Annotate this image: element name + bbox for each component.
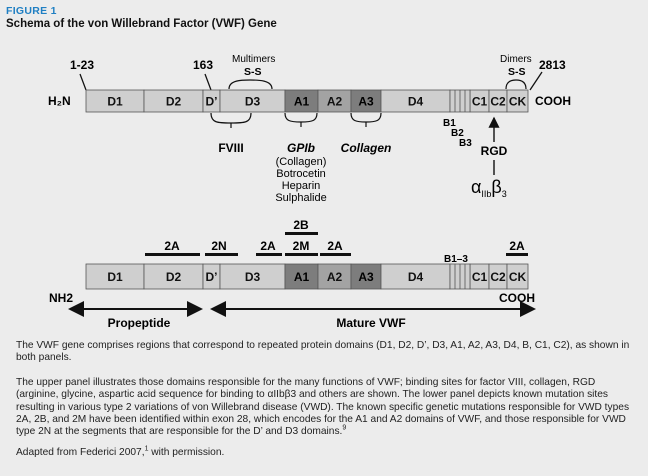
collagen-label: Collagen xyxy=(341,141,392,155)
mature-vwf-label: Mature VWF xyxy=(336,316,405,330)
upper-domain-label-1: D1 xyxy=(107,95,123,109)
upper-domain-label-5: A1 xyxy=(294,95,310,109)
n-terminus-label-lower: NH2 xyxy=(49,291,73,305)
svg-text:2A: 2A xyxy=(164,239,180,253)
lower-domain-label-3: D’ xyxy=(206,270,218,284)
multimers-ss-label: S-S xyxy=(244,66,262,78)
caption-ref-9: 9 xyxy=(342,424,347,432)
lower-domain-8 xyxy=(380,263,451,290)
mutation-2a-ck: 2A xyxy=(506,239,528,256)
gpib-label: GPIb xyxy=(287,141,315,155)
lower-domain-label-10: C2 xyxy=(490,270,506,284)
svg-text:2N: 2N xyxy=(211,239,226,253)
gpib-ligand-2: Botrocetin xyxy=(276,168,326,180)
svg-text:2M: 2M xyxy=(293,239,310,253)
caption-paragraph-2: The upper panel illustrates those domain… xyxy=(16,377,630,438)
lower-domain-label-9: C1 xyxy=(472,270,488,284)
mutation-2b: 2B xyxy=(285,218,318,235)
fviii-label: FVIII xyxy=(218,141,243,155)
lower-domain-label-2: D2 xyxy=(166,270,182,284)
upper-domain-label-10: C2 xyxy=(490,95,506,109)
upper-domain-label-9: C1 xyxy=(472,95,488,109)
upper-domain-label-6: A2 xyxy=(327,95,343,109)
gpib-ligand-1: (Collagen) xyxy=(276,156,327,168)
dimers-brace xyxy=(505,79,527,90)
dimers-label: Dimers xyxy=(500,54,532,65)
propeptide-label: Propeptide xyxy=(108,316,171,330)
position-2813: 2813 xyxy=(539,58,566,72)
lower-domain-label-8: D4 xyxy=(408,270,424,284)
lower-domain-label-1: D1 xyxy=(107,270,123,284)
caption-paragraph-1: The VWF gene comprises regions that corr… xyxy=(16,340,630,364)
mutation-2a-d2: 2A xyxy=(145,239,200,256)
mutation-2a-a2: 2A xyxy=(320,239,351,256)
upper-domain-label-4: D3 xyxy=(245,95,261,109)
lower-domain-7 xyxy=(350,263,382,290)
figure-title: Schema of the von Willebrand Factor (VWF… xyxy=(6,18,277,30)
lower-domain-6 xyxy=(317,263,352,290)
svg-text:2B: 2B xyxy=(293,218,309,232)
lower-domain-11 xyxy=(506,263,529,290)
mutation-2n: 2N xyxy=(205,239,238,256)
integrin-label: αIIbβ3 xyxy=(471,177,507,199)
position-1-23: 1-23 xyxy=(70,58,94,72)
lower-domain-label-4: D3 xyxy=(245,270,261,284)
lower-domain-label-11: CK xyxy=(509,270,527,284)
caption-ref-1: 1 xyxy=(144,445,149,453)
mutation-2m: 2M xyxy=(285,239,318,256)
multimers-brace xyxy=(228,79,273,90)
b3-label: B3 xyxy=(459,138,472,149)
fviii-brace xyxy=(210,112,252,124)
gpib-ligand-4: Sulphalide xyxy=(275,192,326,204)
lower-domain-1 xyxy=(85,263,145,290)
svg-text:2A: 2A xyxy=(327,239,343,253)
lower-domain-label-6: A2 xyxy=(327,270,343,284)
dimers-ss-label: S-S xyxy=(508,66,526,78)
c-terminus-label: COOH xyxy=(535,94,571,108)
b1-3-label: B1–3 xyxy=(444,254,468,265)
gpib-ligand-3: Heparin xyxy=(282,180,321,192)
upper-panel: 1-23 163 2813 Multimers S-S Dimers S-S H… xyxy=(48,54,571,204)
rgd-label: RGD xyxy=(481,144,508,158)
vwf-gene-diagram: 1-23 163 2813 Multimers S-S Dimers S-S H… xyxy=(48,54,571,330)
svg-text:2A: 2A xyxy=(260,239,276,253)
b2-label: B2 xyxy=(451,128,464,139)
figure-label: FIGURE 1 xyxy=(6,5,57,17)
collagen-brace xyxy=(350,112,382,123)
n-terminus-label: H₂N xyxy=(48,94,71,108)
lower-domain-label-5: A1 xyxy=(294,270,310,284)
position-163: 163 xyxy=(193,58,213,72)
upper-domain-label-8: D4 xyxy=(408,95,424,109)
multimers-label: Multimers xyxy=(232,54,275,65)
mutation-2a-d3: 2A xyxy=(256,239,282,256)
lower-domain-2 xyxy=(143,263,204,290)
upper-domain-11 xyxy=(506,89,529,113)
caption-paragraph-3: Adapted from Federici 2007,1 with permis… xyxy=(16,445,225,458)
lower-domain-5 xyxy=(284,263,319,290)
b1-label: B1 xyxy=(443,118,456,129)
upper-domain-label-7: A3 xyxy=(358,95,374,109)
upper-domain-label-11: CK xyxy=(509,95,527,109)
svg-text:2A: 2A xyxy=(509,239,525,253)
upper-domain-label-3: D’ xyxy=(206,95,218,109)
gpib-brace xyxy=(284,112,318,123)
upper-domain-label-2: D2 xyxy=(166,95,182,109)
lower-domain-label-7: A3 xyxy=(358,270,374,284)
c-terminus-label-lower: COOH xyxy=(499,291,535,305)
